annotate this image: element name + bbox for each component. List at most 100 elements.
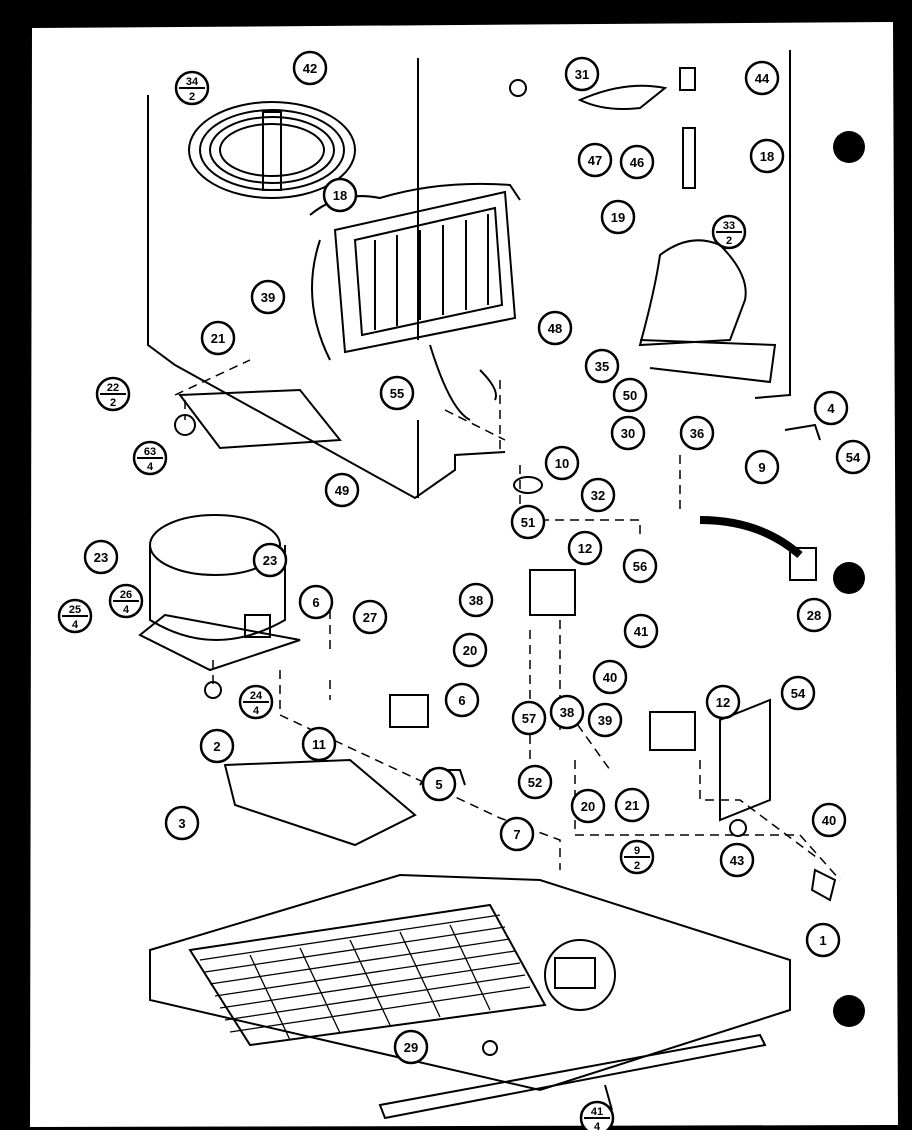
screw-part — [482, 1040, 498, 1056]
callout-bubble: 44 — [744, 60, 780, 96]
callout-number: 52 — [528, 775, 542, 790]
callout-number: 36 — [690, 426, 704, 441]
callout-number: 26 — [120, 589, 132, 601]
callout-quantity: 4 — [253, 705, 260, 717]
callout-circle — [199, 728, 235, 764]
callout-quantity: 2 — [726, 235, 732, 247]
callout-bubble: 43 — [719, 842, 755, 878]
callout-circle — [744, 60, 780, 96]
callout-quantity: 2 — [110, 397, 116, 409]
damper-arm-part — [577, 84, 668, 110]
callout-circle — [301, 726, 337, 762]
callout-circle — [200, 320, 236, 356]
callout-number: 41 — [634, 624, 648, 639]
callout-number: 28 — [807, 608, 821, 623]
base-rail-part — [378, 1033, 767, 1120]
cabinet-right-edge — [754, 50, 791, 399]
callout-number: 10 — [555, 456, 569, 471]
callout-bubble: 12 — [567, 530, 603, 566]
callout-number: 3 — [178, 816, 185, 831]
callout-number: 22 — [107, 382, 119, 394]
callout-quantity: 2 — [634, 860, 640, 872]
wire-clip-part — [479, 369, 497, 401]
callout-bubble: 38 — [549, 694, 585, 730]
callout-bubble: 48 — [537, 310, 573, 346]
callout-circle — [379, 375, 415, 411]
callout-bubble: 54 — [835, 439, 871, 475]
callout-number: 18 — [333, 188, 347, 203]
callout-number: 30 — [621, 426, 635, 441]
evaporator-pad-part — [178, 388, 342, 450]
callout-circle — [393, 1029, 429, 1065]
punch-hole — [833, 131, 865, 163]
callout-number: 41 — [591, 1106, 603, 1118]
callout-bubble: 12 — [705, 684, 741, 720]
callout-bubble: 28 — [796, 597, 832, 633]
callout-bubble: 2 — [199, 728, 235, 764]
punch-hole — [833, 995, 865, 1027]
callout-bubble: 49 — [324, 472, 360, 508]
base-condenser-part — [188, 903, 547, 1047]
grommet-part — [513, 476, 543, 494]
callout-quantity: 4 — [594, 1121, 601, 1130]
callout-circle — [584, 348, 620, 384]
callout-bubble: 4 — [813, 390, 849, 426]
callout-number: 4 — [827, 401, 835, 416]
relay-part — [529, 569, 576, 616]
callout-circle — [719, 842, 755, 878]
callout-number: 40 — [822, 813, 836, 828]
drip-tray-part — [639, 339, 777, 384]
callout-number: 20 — [581, 799, 595, 814]
callout-number: 29 — [404, 1040, 418, 1055]
clip-part — [784, 423, 821, 441]
callout-bubble: 18 — [322, 177, 358, 213]
callout-bubble: 332 — [711, 214, 747, 250]
damper-knob-part — [679, 67, 696, 91]
drain-pan-part — [223, 758, 417, 847]
callout-circle — [499, 816, 535, 852]
callout-bubble: 42 — [292, 50, 328, 86]
callout-bubble: 20 — [570, 788, 606, 824]
callout-bubble: 254 — [57, 598, 93, 634]
callout-bubble: 27 — [352, 599, 388, 635]
callout-bubble: 6 — [444, 682, 480, 718]
callout-bubble: 414 — [579, 1100, 615, 1130]
callout-circle — [83, 539, 119, 575]
knob-part — [509, 79, 527, 97]
callout-bubble: 92 — [619, 839, 655, 875]
callout-circle — [570, 788, 606, 824]
callout-number: 51 — [521, 515, 535, 530]
callout-circle — [796, 597, 832, 633]
callout-bubble: 264 — [108, 583, 144, 619]
callout-number: 35 — [595, 359, 609, 374]
callout-number: 18 — [760, 149, 774, 164]
callout-number: 23 — [263, 553, 277, 568]
callout-circle — [444, 682, 480, 718]
callout-number: 48 — [548, 321, 562, 336]
callout-circle — [421, 766, 457, 802]
callout-bubble: 634 — [132, 440, 168, 476]
callout-bubble: 56 — [622, 548, 658, 584]
capacitor-part — [389, 694, 429, 728]
callout-circle — [517, 764, 553, 800]
condenser-tubes — [199, 914, 531, 1041]
callout-bubble: 18 — [749, 138, 785, 174]
callout-number: 20 — [463, 643, 477, 658]
callout-circle — [567, 530, 603, 566]
callout-bubble: 47 — [577, 142, 613, 178]
callout-bubble: 57 — [511, 700, 547, 736]
fan-blade-part — [544, 939, 616, 1011]
callout-circle — [510, 504, 546, 540]
callout-bubble: 55 — [379, 375, 415, 411]
callout-number: 12 — [716, 695, 730, 710]
bolt-part — [729, 819, 747, 837]
condenser-coil-part — [188, 101, 356, 199]
bracket-part — [719, 698, 771, 822]
callout-number: 24 — [250, 690, 263, 702]
callout-circle — [813, 390, 849, 426]
punch-hole — [833, 562, 865, 594]
callout-bubble: 23 — [83, 539, 119, 575]
